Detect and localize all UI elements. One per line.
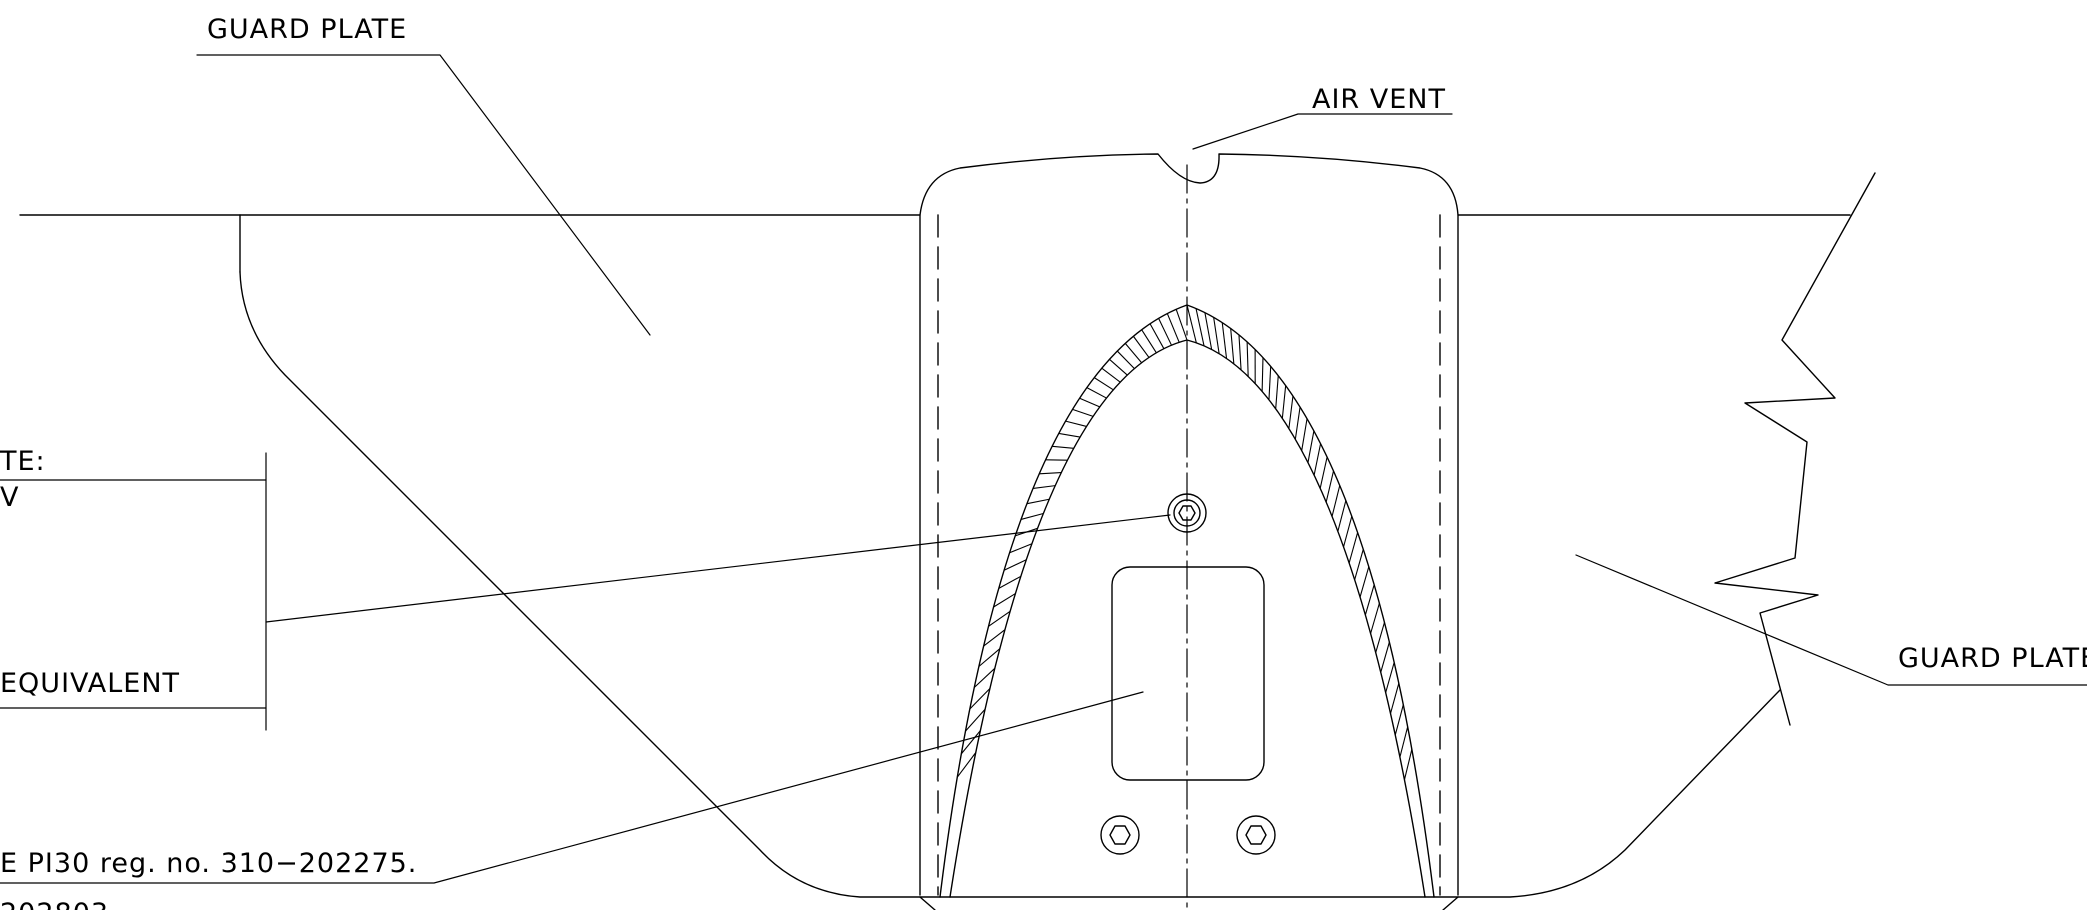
hatch-line [983, 629, 1006, 647]
hatch-line [1186, 304, 1197, 343]
hatch-line [1281, 385, 1287, 419]
hatch-line [1325, 470, 1335, 503]
hatch-line [1032, 485, 1056, 490]
hatch-line [1058, 432, 1081, 438]
hatch-line [1268, 366, 1272, 400]
central-housing [919, 153, 1459, 910]
hatch-line [1132, 335, 1150, 358]
hatch-line [956, 752, 977, 778]
break-line [1714, 172, 1876, 726]
hatch-line [1354, 549, 1364, 580]
label-equivalent-fragment: EQUIVALENT [0, 668, 180, 699]
hatch-line [1307, 430, 1315, 463]
label-air-vent: AIR VENT [1312, 84, 1446, 115]
fastener-left [1100, 815, 1140, 855]
label-guard-plate-right: GUARD PLATE [1898, 643, 2087, 674]
hatch-line [1375, 622, 1385, 653]
hatch-line [1149, 323, 1165, 349]
hatch-line [1275, 375, 1279, 409]
rectangular-window [1111, 566, 1265, 781]
label-reg-fragment-2: 202803 [0, 898, 109, 910]
plate-outline [19, 214, 1851, 898]
label-guard-plate-top: GUARD PLATE [207, 14, 407, 45]
hatch-line [1141, 329, 1157, 354]
hatch-line [1403, 749, 1413, 780]
hatch-line [1389, 683, 1400, 714]
hatch-line [973, 667, 996, 688]
hatch-line [1079, 397, 1100, 408]
hatch-line [1221, 322, 1228, 359]
hatch-line [1052, 445, 1074, 449]
hatch-line [1394, 704, 1404, 736]
hatch-line [1288, 395, 1294, 429]
hatch-line [1370, 603, 1380, 634]
hatch-line [1380, 641, 1390, 673]
hatch-line [1343, 516, 1353, 548]
hatch-line [960, 730, 981, 755]
hatch-line [978, 648, 1001, 667]
hatch-line [993, 593, 1016, 608]
hatch-line [1399, 726, 1409, 758]
hatch-line [1086, 387, 1107, 399]
hatch-line [1175, 309, 1188, 341]
hatch-line [988, 610, 1011, 627]
shield-hatching [956, 304, 1413, 780]
hatch-line [1109, 358, 1128, 376]
hatch-line [1020, 512, 1044, 520]
hatch-line [1359, 566, 1370, 598]
hatch-line [1364, 584, 1375, 616]
hatch-line [1124, 343, 1143, 364]
leader-lines [0, 54, 2087, 884]
hatch-line [1331, 485, 1341, 517]
hatch-line [1204, 312, 1213, 350]
hatch-line [1101, 367, 1121, 383]
hatch-line [1319, 456, 1328, 489]
hatch-line [1116, 350, 1135, 369]
hatch-line [1261, 357, 1264, 392]
hatch-line [1003, 559, 1027, 571]
hatch-line [1246, 341, 1249, 377]
hatch-line [1026, 498, 1050, 505]
hatch-line [1065, 420, 1087, 427]
label-note-fragment: TE: [0, 446, 46, 477]
hatched-shield [939, 304, 1435, 898]
hatch-line [1301, 418, 1308, 451]
socket-screw [1167, 493, 1207, 533]
hatch-line [1337, 500, 1347, 532]
hatch-line [1385, 662, 1395, 693]
label-reg-fragment: E PI30 reg. no. 310−202275. [0, 848, 417, 879]
hatch-line [1158, 318, 1172, 346]
fastener-right [1236, 815, 1276, 855]
hatch-line [965, 708, 986, 732]
hatch-line [1009, 543, 1033, 554]
hatch-line [1039, 472, 1062, 475]
hatch-line [1072, 408, 1094, 417]
label-note-line2-fragment: V [0, 482, 19, 513]
hatch-line [1294, 407, 1301, 440]
hatch-line [998, 575, 1022, 589]
hatch-line [1093, 377, 1114, 391]
hatch-line [1230, 328, 1235, 364]
hatch-line [1166, 313, 1180, 343]
hatch-line [1195, 308, 1205, 346]
hatch-line [1348, 532, 1359, 564]
hatch-line [969, 688, 991, 710]
hatch-line [1313, 443, 1322, 476]
hatch-line [1213, 317, 1220, 354]
hatch-line [1238, 334, 1242, 370]
